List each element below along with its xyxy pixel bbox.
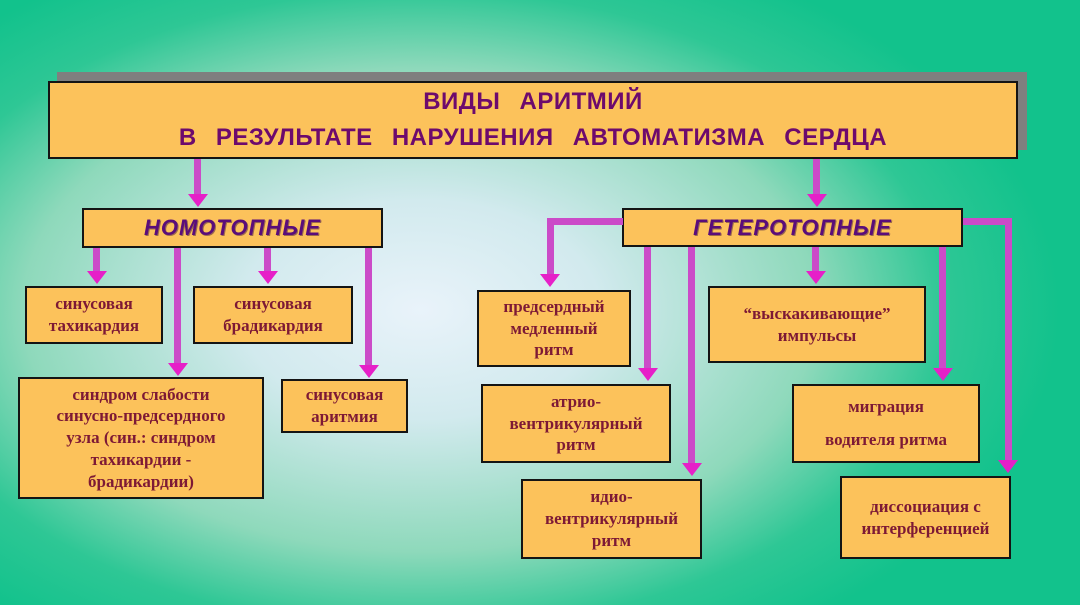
connector-line (939, 247, 946, 368)
arrow-head-icon (807, 194, 827, 207)
node-escape-impulses-label: “выскакивающие” импульсы (743, 303, 891, 345)
branch-box-heterotopic: ГЕТЕРОТОПНЫЕ (622, 208, 963, 247)
arrow-head-icon (188, 194, 208, 207)
arrow-head-icon (933, 368, 953, 381)
node-pacemaker-migration-label: миграция водителя ритма (825, 397, 947, 449)
node-sinus-arrhythmia-label: синусовая аритмия (305, 385, 384, 426)
node-escape-impulses: “выскакивающие” импульсы (708, 286, 926, 363)
arrow-head-icon (540, 274, 560, 287)
arrow-head-icon (682, 463, 702, 476)
title-line-2: В РЕЗУЛЬТАТЕ НАРУШЕНИЯ АВТОМАТИЗМА СЕРДЦ… (178, 124, 888, 151)
arrow-head-icon (87, 271, 107, 284)
node-dissociation-interference: диссоциация с интерференцией (840, 476, 1011, 559)
connector-line (644, 247, 651, 368)
arrow-head-icon (806, 271, 826, 284)
connector-line (547, 218, 554, 274)
arrow-head-icon (359, 365, 379, 378)
connector-line (93, 248, 100, 271)
connector-line (365, 248, 372, 365)
branch-label-heterotopic: ГЕТЕРОТОПНЫЕ (693, 214, 892, 240)
node-idioventricular-rhythm-label: идио- вентрикулярный ритм (544, 487, 678, 550)
connector-line (963, 218, 1012, 225)
connector-line (812, 247, 819, 271)
connector-line (174, 248, 181, 363)
arrow-head-icon (168, 363, 188, 376)
node-sinus-tachycardia: синусовая тахикардия (25, 286, 163, 344)
node-sinus-bradycardia-label: синусовая брадикардия (223, 294, 323, 335)
node-idioventricular-rhythm: идио- вентрикулярный ритм (521, 479, 702, 559)
connector-line (194, 159, 201, 194)
node-av-rhythm: атрио- вентрикулярный ритм (481, 384, 671, 463)
connector-line (1005, 218, 1012, 460)
node-pacemaker-migration: миграция водителя ритма (792, 384, 980, 463)
arrow-head-icon (638, 368, 658, 381)
connector-line (688, 247, 695, 463)
node-dissociation-interference-label: диссоциация с интерференцией (861, 496, 990, 538)
branch-box-nomotopic: НОМОТОПНЫЕ (82, 208, 383, 248)
node-av-rhythm-label: атрио- вентрикулярный ритм (509, 391, 643, 455)
arrow-head-icon (258, 271, 278, 284)
node-sinus-bradycardia: синусовая брадикардия (193, 286, 353, 344)
node-atrial-slow-rhythm: предсердный медленный ритм (477, 290, 631, 367)
node-sick-sinus-syndrome-label: синдром слабости синусно-предсердного уз… (56, 384, 226, 491)
node-atrial-slow-rhythm-label: предсердный медленный ритм (503, 296, 605, 360)
node-sick-sinus-syndrome: синдром слабости синусно-предсердного уз… (18, 377, 264, 499)
node-sinus-tachycardia-label: синусовая тахикардия (48, 294, 140, 335)
connector-line (547, 218, 623, 225)
arrow-head-icon (998, 460, 1018, 473)
title-line-1: ВИДЫ АРИТМИЙ (423, 88, 643, 115)
branch-label-nomotopic: НОМОТОПНЫЕ (143, 215, 322, 240)
title-box: ВИДЫ АРИТМИЙ В РЕЗУЛЬТАТЕ НАРУШЕНИЯ АВТО… (48, 81, 1018, 159)
connector-line (813, 159, 820, 194)
connector-line (264, 248, 271, 271)
node-sinus-arrhythmia: синусовая аритмия (281, 379, 408, 433)
